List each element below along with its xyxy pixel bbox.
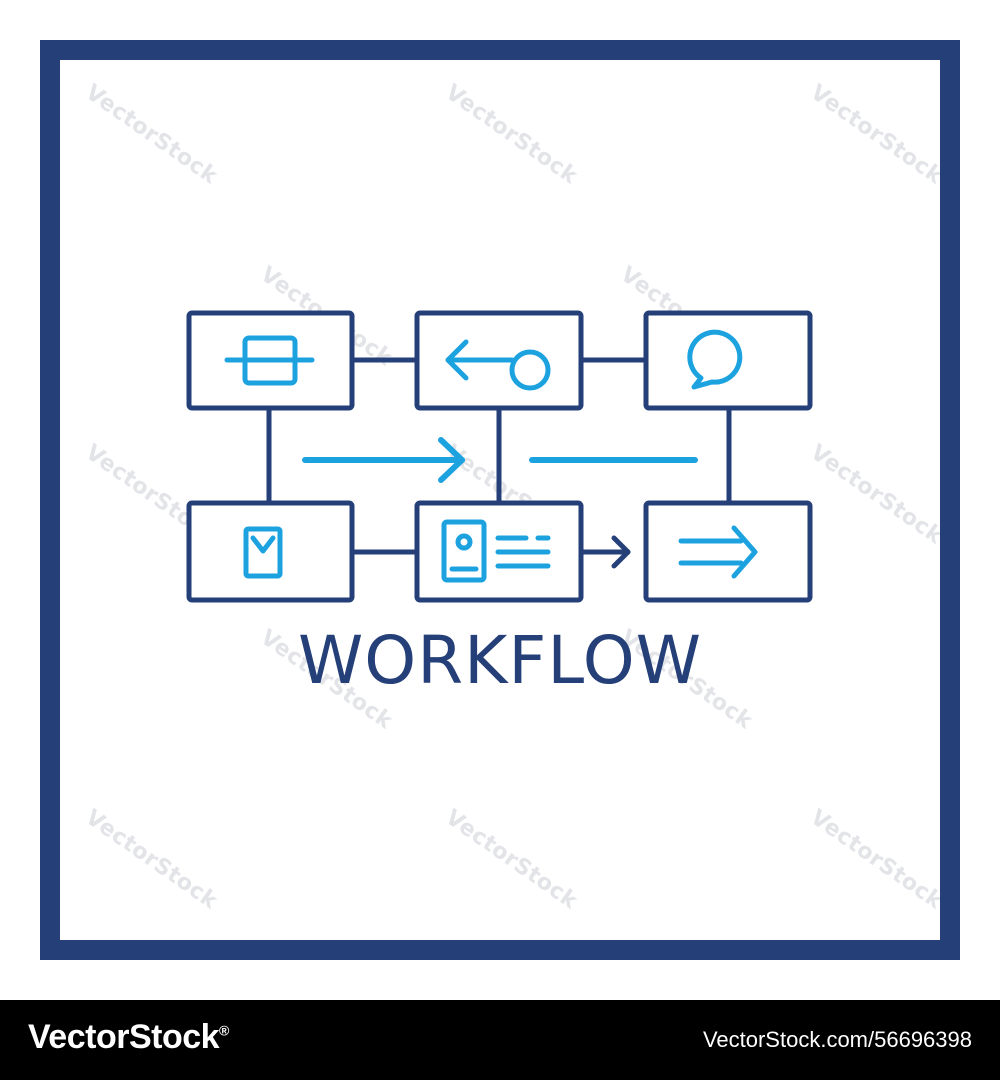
diagram-title: WORKFLOW xyxy=(298,622,702,699)
id-card-icon xyxy=(441,519,551,583)
footer-brand-text: VectorStock xyxy=(28,1018,220,1056)
registered-mark: ® xyxy=(219,1022,229,1039)
footer-url: VectorStock.com/56696398 xyxy=(702,1027,972,1052)
bus-connector-icon xyxy=(224,335,315,386)
box-bottom-left xyxy=(186,500,355,603)
outer-frame xyxy=(40,40,960,960)
navy-arrow-right-icon xyxy=(578,535,631,569)
double-arrow-right-icon xyxy=(678,525,758,579)
box-bottom-right xyxy=(643,500,813,603)
process-boxes xyxy=(186,310,813,603)
footer-bar: VectorStock® VectorStock.com/56696398 xyxy=(0,1000,1000,1080)
connector-lines xyxy=(266,357,732,555)
arrow-left-with-circle-icon xyxy=(445,339,551,391)
box-top-right xyxy=(643,310,813,411)
speech-bubble-icon xyxy=(687,329,743,390)
flow-arrow-right-icon xyxy=(302,437,465,483)
workflow-diagram xyxy=(40,40,960,960)
envelope-icon xyxy=(243,526,283,579)
footer-brand: VectorStock® xyxy=(28,1018,229,1057)
